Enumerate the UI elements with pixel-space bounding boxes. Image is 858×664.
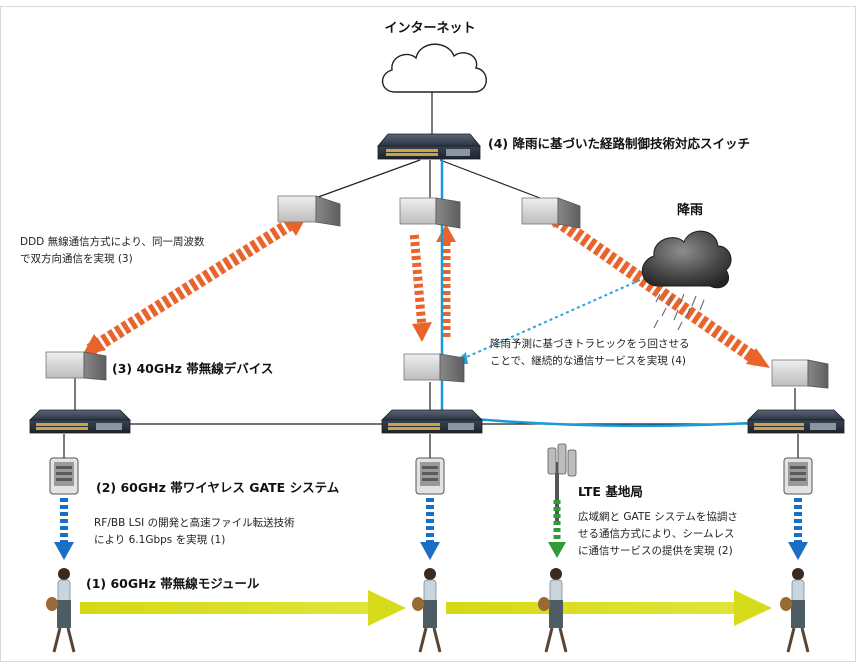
note-rain-predict: 降雨予測に基づきトラヒックをう回させる ことで、継続的な通信サービスを実現 (4… (490, 337, 690, 367)
note-ddd-line-2: で双方向通信を実現 (3) (20, 252, 133, 265)
internet-label: インターネット (384, 21, 475, 36)
antenna-upper-left-icon (277, 195, 341, 227)
person-right-icon (780, 568, 810, 653)
rain-cloud-icon (642, 230, 732, 331)
gate-2-label: (2) 60GHz 帯ワイヤレス GATE システム (96, 480, 340, 495)
reroute-path (440, 154, 771, 428)
note-rain-predict-line-2: ことで、継続的な通信サービスを実現 (4) (490, 354, 686, 367)
rain-label: 降雨 (677, 202, 703, 218)
person-mid-icon (412, 568, 442, 653)
switch-top-icon (377, 133, 481, 160)
antenna-lower-left-icon (45, 351, 107, 381)
switch-mid-icon (381, 409, 483, 434)
lte-label: LTE 基地局 (578, 484, 643, 499)
gate-device-left-icon (49, 434, 79, 495)
link-line-upper-left (309, 159, 421, 201)
note-wide-area-line-3: に通信サービスの提供を実現 (2) (578, 544, 733, 557)
gate-device-mid-icon (415, 434, 445, 495)
frame-border (0, 6, 856, 662)
switch-4-label: (4) 降雨に基づいた経路制御技術対応スイッチ (488, 136, 750, 151)
movement-arrow-1 (80, 590, 406, 626)
rain-prediction-arrow (452, 279, 641, 364)
antenna-upper-right-icon (521, 197, 581, 229)
antenna-lower-mid-icon (403, 353, 465, 383)
movement-arrow-2 (446, 590, 772, 626)
switch-right-icon (747, 409, 845, 434)
note-ddd-line-1: DDD 無線通信方式により、同一周波数 (20, 235, 205, 248)
gate-arrow-mid (420, 498, 440, 560)
lte-tower-icon (547, 443, 577, 524)
note-wide-area: 広域網と GATE システムを協調さ せる通信方式により、シームレス に通信サー… (578, 510, 738, 557)
note-rfbb-line-1: RF/BB LSI の開発と高速ファイル転送技術 (94, 516, 295, 529)
antenna-lower-right-icon (771, 359, 829, 389)
note-rain-predict-line-1: 降雨予測に基づきトラヒックをう回させる (490, 337, 690, 350)
link-line-upper-right (439, 159, 541, 199)
device-3-label: (3) 40GHz 帯無線デバイス (112, 361, 273, 376)
note-rfbb-line-2: により 6.1Gbps を実現 (1) (94, 533, 225, 546)
lte-arrow (548, 500, 566, 558)
antenna-upper-mid-icon (399, 197, 461, 229)
note-ddd: DDD 無線通信方式により、同一周波数 で双方向通信を実現 (3) (20, 235, 205, 265)
person-lte-icon (538, 568, 568, 653)
note-wide-area-line-1: 広域網と GATE システムを協調さ (578, 510, 738, 523)
person-left-icon (46, 568, 76, 653)
gate-arrow-left (54, 498, 74, 560)
note-rfbb: RF/BB LSI の開発と高速ファイル転送技術 により 6.1Gbps を実現… (94, 516, 295, 546)
module-1-label: (1) 60GHz 帯無線モジュール (86, 576, 260, 591)
switch-left-icon (29, 409, 131, 434)
gate-device-right-icon (783, 434, 813, 495)
radio-link-middle (409, 224, 456, 342)
gate-arrow-right (788, 498, 808, 560)
internet-cloud-icon (381, 43, 487, 93)
note-wide-area-line-2: せる通信方式により、シームレス (578, 527, 735, 540)
